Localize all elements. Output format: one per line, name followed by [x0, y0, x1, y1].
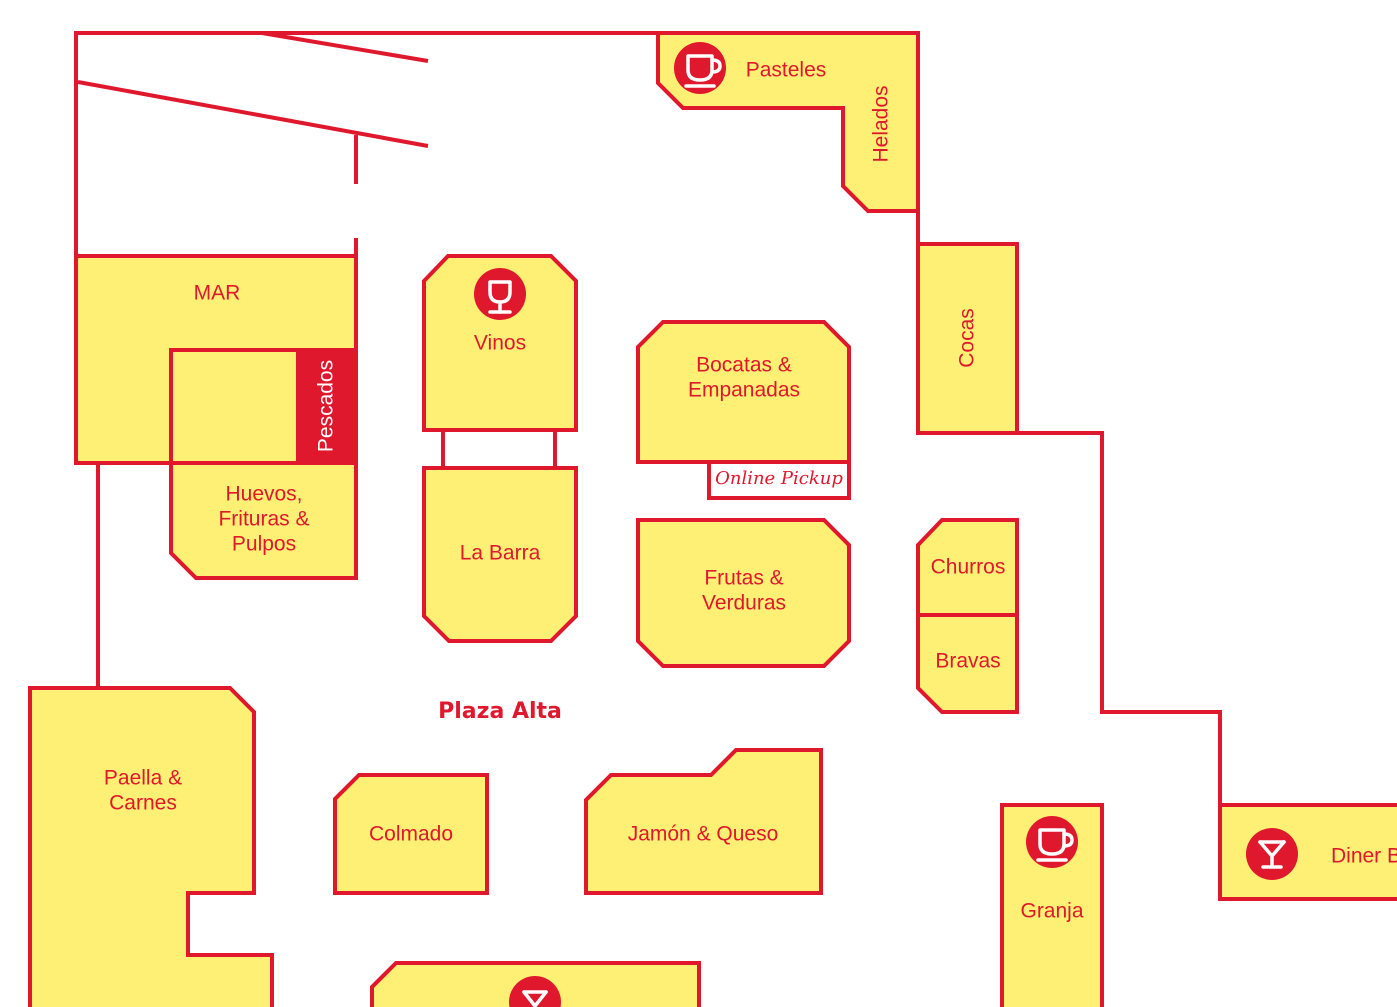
stall-frutas[interactable]: Frutas & Verduras [636, 518, 851, 668]
vinos-barra-connector [441, 430, 557, 468]
stall-pescados[interactable]: Pescados [296, 348, 358, 465]
stall-label-frutas-2: Verduras [702, 592, 786, 615]
stall-label-diner: Diner B [1331, 845, 1397, 868]
stall-label-pescados: Pescados [315, 360, 338, 452]
stall-diner[interactable]: Diner B [1218, 803, 1397, 901]
stall-bottom-bar[interactable] [370, 961, 701, 1007]
stall-label-bravas: Bravas [935, 650, 1000, 673]
stall-label-frutas-1: Frutas & [704, 567, 783, 590]
entrance-line-2 [77, 80, 429, 148]
stall-label-huevos-3: Pulpos [232, 533, 296, 556]
stall-label-pasteles: Pasteles [746, 59, 827, 82]
coffee-cup-glyph-granja [1036, 828, 1074, 862]
entrance-line-1 [261, 31, 429, 63]
stall-pasteles[interactable]: Pasteles [656, 31, 920, 213]
stall-label-paella-2: Carnes [109, 792, 177, 815]
stall-churros[interactable]: Churros [916, 518, 1019, 617]
stall-label-paella-1: Paella & [104, 767, 182, 790]
wine-glass-glyph [488, 280, 512, 314]
stall-cocas[interactable]: Cocas [916, 242, 1019, 435]
stall-bocatas[interactable]: Bocatas & Empanadas [636, 320, 851, 464]
stall-label-helados: Helados [870, 85, 893, 162]
online-pickup-label: Online Pickup [715, 468, 843, 489]
stall-label-granja: Granja [1020, 900, 1083, 923]
stall-la-barra[interactable]: La Barra [422, 466, 578, 643]
stall-label-huevos-1: Huevos, [225, 483, 302, 506]
stall-colmado[interactable]: Colmado [333, 773, 489, 895]
stall-label-bocatas-2: Empanadas [688, 379, 800, 402]
stall-label-churros: Churros [931, 556, 1006, 579]
stall-bravas[interactable]: Bravas [916, 613, 1019, 714]
stall-jamon[interactable]: Jamón & Queso [584, 748, 823, 895]
stall-label-la-barra: La Barra [460, 542, 541, 565]
wine-glass-icon [474, 268, 526, 320]
coffee-cup-glyph [684, 54, 722, 88]
online-pickup-box[interactable]: Online Pickup [707, 460, 851, 500]
stall-paella[interactable]: Paella & Carnes [28, 686, 274, 1007]
stall-vinos[interactable]: Vinos [422, 254, 578, 432]
stall-granja[interactable]: Granja [1000, 803, 1104, 1007]
stall-label-vinos: Vinos [474, 332, 526, 355]
cocktail-glass-glyph-bottom [522, 990, 548, 1007]
cocktail-glass-glyph [1258, 840, 1286, 869]
stall-label-bocatas-1: Bocatas & [696, 354, 792, 377]
stall-label-colmado: Colmado [369, 823, 453, 846]
plaza-label: Plaza Alta [438, 699, 562, 724]
stall-label-cocas: Cocas [956, 308, 979, 368]
stall-label-jamon: Jamón & Queso [628, 823, 779, 846]
stall-label-mar: MAR [194, 282, 241, 305]
stall-label-huevos-2: Frituras & [218, 508, 309, 531]
